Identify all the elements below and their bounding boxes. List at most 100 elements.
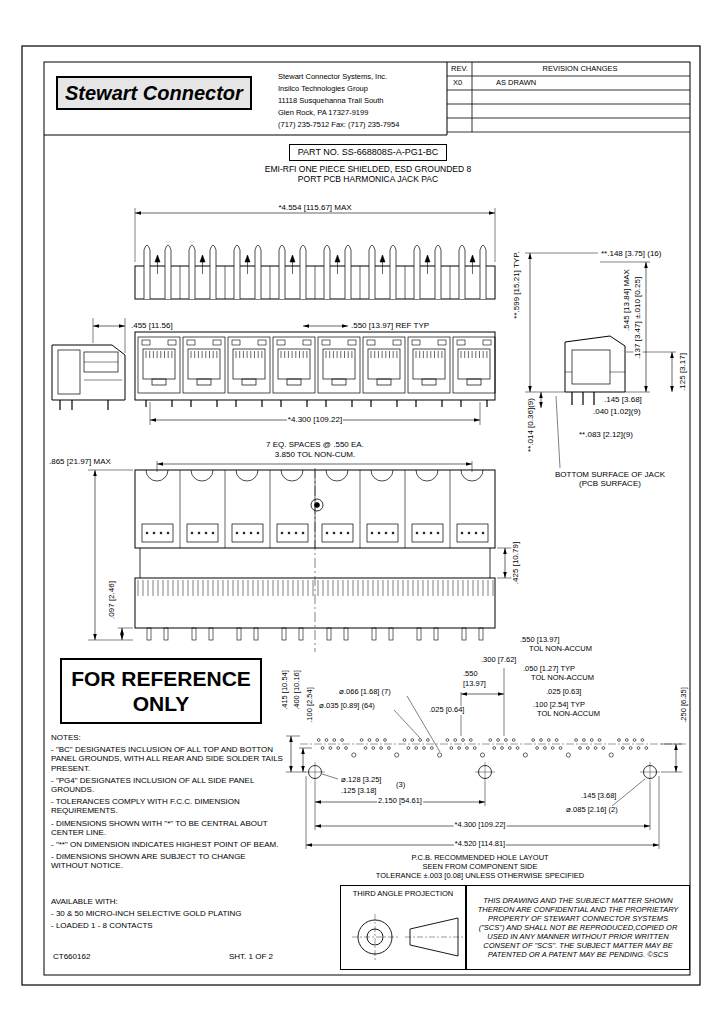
front-view	[483, 340, 491, 345]
drawing-frame	[472, 62, 473, 132]
front-view	[183, 337, 225, 393]
top-view	[255, 245, 261, 299]
note-text: - DIMENSIONS SHOWN WITH "*" TO BE CENTRA…	[50, 819, 285, 837]
drawing-frame	[22, 46, 700, 985]
pcb-layout	[372, 747, 375, 750]
front-view	[243, 351, 244, 358]
pcb-layout	[523, 753, 527, 757]
front-view	[138, 337, 180, 393]
dimension-label: *4.300 [109.22]	[287, 415, 343, 424]
bottom-view	[178, 580, 179, 596]
pcb-layout	[325, 739, 328, 742]
pcb-layout	[341, 739, 344, 742]
front-view	[427, 351, 428, 358]
projection-box: THIRD ANGLE PROJECTION	[340, 885, 466, 970]
pcb-layout	[469, 739, 472, 742]
front-view	[377, 379, 391, 385]
bottom-view	[140, 548, 141, 578]
bottom-view	[363, 580, 364, 596]
bottom-view	[148, 580, 149, 596]
pcb-layout	[633, 739, 636, 742]
pcb-layout	[622, 747, 625, 750]
side-view-left	[84, 352, 118, 372]
top-view	[337, 262, 338, 274]
front-view	[468, 351, 469, 358]
dimension-label: .425 [10.79]	[511, 541, 520, 585]
top-view	[470, 255, 475, 262]
front-view	[235, 400, 236, 407]
top-view	[157, 262, 158, 274]
pcb-layout	[368, 739, 371, 742]
bottom-view	[225, 470, 226, 548]
dimension-label: .145 [3.68]	[603, 395, 643, 404]
front-view	[232, 340, 240, 345]
bottom-view	[253, 580, 254, 596]
bottom-view	[475, 532, 477, 534]
front-view	[143, 349, 175, 379]
pcb-layout	[485, 762, 486, 782]
pcb-layout	[637, 747, 640, 750]
bottom-view	[308, 580, 309, 596]
pcb-layout	[458, 747, 461, 750]
front-view	[441, 400, 442, 407]
bottom-view	[434, 628, 438, 640]
pcb-layout	[583, 739, 586, 742]
front-view	[396, 400, 397, 407]
bottom-view	[327, 628, 331, 640]
pcb-layout	[427, 739, 430, 742]
bottom-view	[198, 532, 200, 534]
bottom-view	[313, 580, 314, 596]
pcb-layout	[303, 748, 304, 772]
bottom-view	[438, 580, 439, 596]
side-view-left	[93, 318, 94, 343]
bottom-view	[343, 580, 344, 596]
front-view	[458, 349, 490, 379]
revision-cell: X0	[452, 79, 463, 88]
front-view	[460, 400, 461, 407]
bottom-view	[461, 532, 463, 534]
bottom-view	[416, 470, 438, 481]
bottom-view	[453, 580, 454, 596]
top-view	[210, 245, 216, 299]
front-view	[149, 351, 150, 358]
top-view	[135, 208, 495, 299]
address-line: (717) 235-7512 Fax: (717) 235-7954	[277, 121, 400, 130]
pcb-layout	[360, 739, 363, 742]
bottom-view	[118, 628, 133, 629]
layout-caption: TOLERANCE ±.003 [0.08] UNLESS OTHERWISE …	[375, 872, 586, 881]
front-view	[348, 351, 349, 358]
front-view	[254, 351, 255, 358]
pcb-layout	[497, 739, 500, 742]
dimension-label: .550 [13.97] REF TYP	[350, 321, 430, 330]
bottom-view	[283, 580, 284, 596]
top-view	[135, 213, 495, 214]
bottom-view	[413, 580, 414, 596]
side-view-left	[84, 362, 118, 363]
front-view	[261, 400, 262, 407]
front-view	[277, 340, 285, 345]
pcb-layout	[645, 747, 648, 750]
drawing-frame	[44, 135, 447, 136]
bottom-view	[212, 532, 214, 534]
front-view	[168, 351, 169, 358]
bottom-view	[143, 580, 144, 596]
front-view	[344, 351, 345, 358]
pcb-layout	[430, 747, 433, 750]
front-view	[396, 351, 397, 358]
front-view	[247, 351, 248, 358]
front-view	[318, 337, 360, 393]
bottom-view	[333, 580, 334, 596]
front-view	[284, 351, 285, 358]
front-view	[135, 326, 495, 425]
front-view	[332, 379, 346, 385]
pcb-layout	[321, 747, 324, 750]
front-view	[288, 351, 289, 358]
front-view	[453, 337, 495, 393]
pcb-layout	[594, 747, 597, 750]
bottom-view	[164, 628, 168, 640]
pcb-layout	[415, 747, 418, 750]
top-view	[382, 262, 383, 274]
pcb-layout	[579, 747, 582, 750]
front-view	[479, 351, 480, 358]
pcb-layout	[462, 739, 465, 742]
